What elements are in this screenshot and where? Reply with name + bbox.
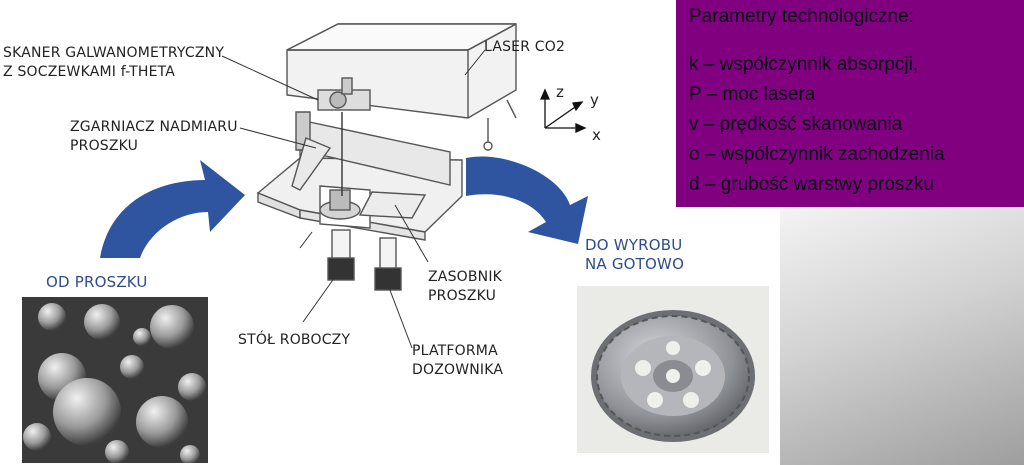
gear-photo — [577, 286, 769, 453]
powder-micrograph — [22, 297, 208, 463]
param-scan-speed: v – prędkość skanowania — [689, 114, 903, 135]
label-platform: PLATFORMA DOZOWNIKA — [412, 343, 504, 378]
axis-x-label: x — [592, 126, 602, 144]
label-scanner: SKANER GALWANOMETRYCZNY Z SOCZEWKAMI f-T… — [3, 45, 225, 80]
piston-dispenser — [374, 237, 402, 291]
scraper — [291, 111, 332, 191]
param-absorption: k – współczynnik absorpcji, — [689, 54, 919, 75]
parameters-list: k – współczynnik absorpcji, P – moc lase… — [689, 52, 945, 202]
arrow-from-powder — [100, 160, 245, 258]
powder-reservoir — [358, 191, 427, 219]
arrow-to-product — [466, 156, 588, 244]
label-laser: LASER CO2 — [484, 39, 566, 55]
axis-indicator — [539, 88, 587, 134]
label-reservoir: ZASOBNIK PROSZKU — [428, 269, 503, 304]
param-overlap: o – współczynnik zachodzenia — [689, 144, 945, 165]
gradient-background — [780, 205, 1024, 465]
label-to-product: DO WYROBU NA GOTOWO — [585, 236, 685, 273]
param-laser-power: P – moc lasera — [689, 84, 816, 105]
label-scraper: ZGARNIACZ NADMIARU PROSZKU — [70, 119, 238, 154]
axis-z-label: z — [556, 83, 565, 101]
label-table: STÓŁ ROBOCZY — [238, 332, 351, 348]
param-layer-thickness: d – grubość warstwy proszku — [689, 174, 934, 195]
build-chamber — [319, 112, 371, 229]
label-from-powder: OD PROSZKU — [46, 273, 148, 291]
axis-y-label: y — [590, 91, 600, 109]
parameters-title: Parametry technologiczne: — [689, 6, 914, 27]
leader-lines — [221, 49, 486, 349]
parameters-panel: Parametry technologiczne: k – współczynn… — [676, 0, 1024, 207]
piston-table — [327, 229, 355, 281]
